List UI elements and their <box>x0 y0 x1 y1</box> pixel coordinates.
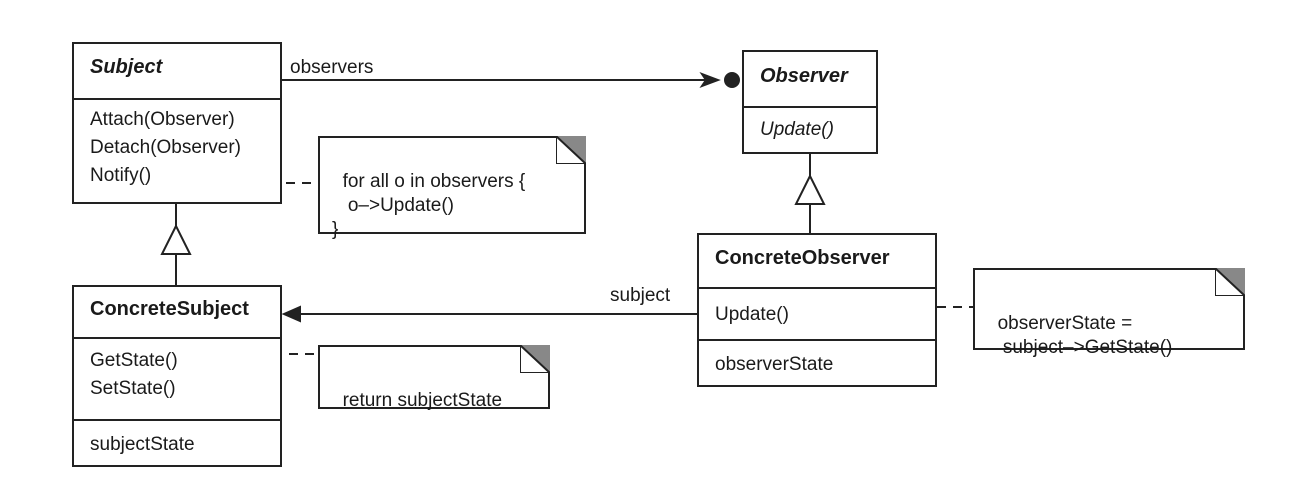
operation-update-abstract: Update() <box>760 119 834 140</box>
subject-label: subject <box>610 285 671 306</box>
concrete-observer-attributes: observerState <box>699 339 935 379</box>
note-fold-icon <box>1215 268 1245 296</box>
concrete-observer-class[interactable]: ConcreteObserver Update() observerState <box>697 233 937 387</box>
subject-association <box>281 305 698 323</box>
concrete-subject-class-name: ConcreteSubject <box>90 298 249 320</box>
note-getstate: return subjectState <box>318 345 550 411</box>
note-fold-icon <box>556 136 586 164</box>
concrete-subject-operations: GetState() SetState() <box>74 337 280 419</box>
note-getstate-text: return subjectState <box>342 390 503 411</box>
observers-association <box>281 71 740 89</box>
note-update: observerState = subject–>GetState() <box>973 268 1245 358</box>
observers-label: observers <box>290 57 374 78</box>
attribute-observerstate: observerState <box>715 354 834 375</box>
operation-attach: Attach(Observer) <box>90 109 235 130</box>
operation-getstate: GetState() <box>90 350 178 371</box>
observer-operations: Update() <box>744 106 876 144</box>
observer-class-name: Observer <box>760 65 848 87</box>
subject-class[interactable]: Subject Attach(Observer) Detach(Observer… <box>72 42 282 204</box>
observer-generalization <box>794 153 826 233</box>
operation-notify: Notify() <box>90 165 152 186</box>
concrete-subject-attributes: subjectState <box>74 419 280 459</box>
note-notify-text: for all o in observers { o–>Update() } <box>332 171 526 240</box>
subject-class-name: Subject <box>90 56 163 78</box>
operation-detach: Detach(Observer) <box>90 137 241 158</box>
note-update-text: observerState = subject–>GetState() <box>997 313 1173 358</box>
concrete-subject-class[interactable]: ConcreteSubject GetState() SetState() su… <box>72 285 282 467</box>
subject-operations: Attach(Observer) Detach(Observer) Notify… <box>74 98 280 190</box>
observer-class[interactable]: Observer Update() <box>742 50 878 154</box>
attribute-subjectstate: subjectState <box>90 434 195 455</box>
concrete-observer-operations: Update() <box>699 287 935 339</box>
subject-generalization <box>160 202 192 285</box>
operation-setstate: SetState() <box>90 378 176 399</box>
operation-update: Update() <box>715 304 789 325</box>
note-fold-icon <box>520 345 550 373</box>
note-notify: for all o in observers { o–>Update() } <box>318 136 586 240</box>
concrete-observer-class-name: ConcreteObserver <box>715 247 890 269</box>
